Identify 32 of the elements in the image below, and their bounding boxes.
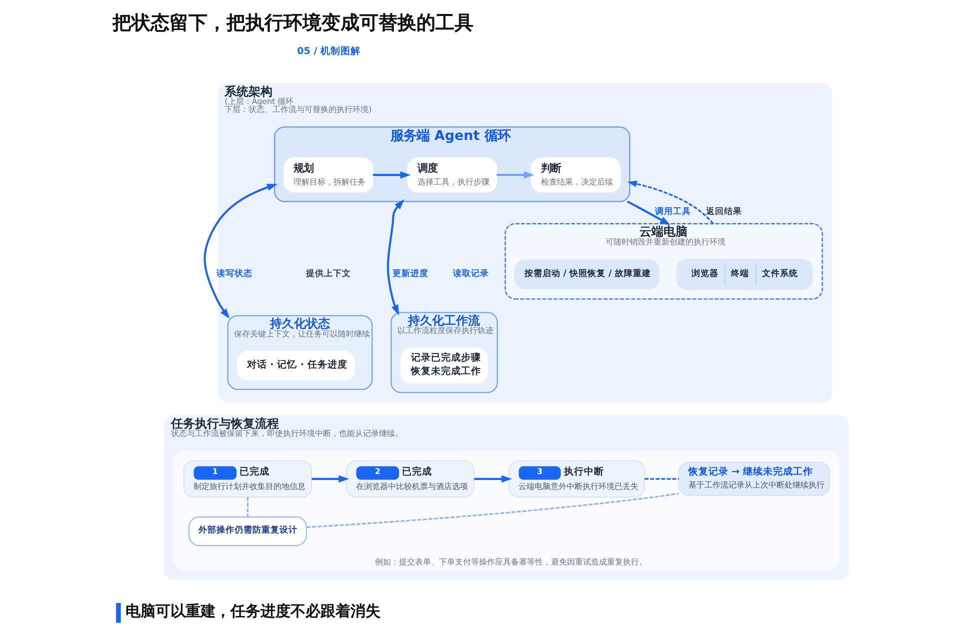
node-box: 外部操作仍需防重复设计 bbox=[188, 516, 306, 546]
connector bbox=[246, 497, 248, 517]
edge-label: 返回结果 bbox=[705, 207, 742, 218]
connector bbox=[644, 478, 678, 480]
edge-label: 读写状态 bbox=[216, 268, 252, 279]
edge-label: 更新进度 bbox=[392, 268, 428, 279]
arrow bbox=[386, 199, 404, 316]
label: 读取记录 bbox=[452, 268, 488, 279]
caption: 电脑可以重建，任务进度不必跟着消失 bbox=[125, 602, 380, 620]
arrow bbox=[311, 475, 349, 483]
arrow bbox=[626, 180, 714, 224]
arrow bbox=[372, 171, 410, 179]
arrow bbox=[626, 200, 670, 226]
node-box: 2 已完成 在浏览器中比较机票与酒店选项 bbox=[345, 460, 474, 498]
arrow bbox=[496, 171, 534, 179]
diagram-title: 把状态留下，把执行环境变成可替换的工具 bbox=[112, 12, 474, 34]
node-box: 浏览器 终端 文件系统 bbox=[676, 258, 812, 290]
node-box: 3 执行中断 云端电脑意外中断执行环境已丢失 bbox=[508, 460, 644, 498]
node-box: 规划 理解目标，拆解任务 bbox=[283, 157, 373, 192]
label: 05 / 机制图解 bbox=[296, 46, 360, 58]
node-box: 按需启动 / 快照恢复 / 故障重建 bbox=[514, 260, 660, 290]
node-box: 判断 检查结果，决定后续 bbox=[530, 157, 620, 192]
connector bbox=[306, 492, 678, 528]
label: 提供上下文 bbox=[305, 268, 350, 279]
arrow bbox=[474, 475, 512, 483]
arrow bbox=[203, 184, 278, 319]
node-box: 对话 · 记忆 · 任务进度 bbox=[236, 350, 355, 380]
node-box: 调度 选择工具，执行步骤 bbox=[406, 157, 497, 192]
node-box: 1 已完成 制定旅行计划并收集目的地信息 bbox=[182, 460, 312, 498]
node-box: 恢复记录 → 继续未完成工作 基于工作流记录从上次中断处继续执行 bbox=[678, 462, 830, 496]
edge-label: 调用工具 bbox=[654, 207, 691, 218]
node-box: 记录已完成步骤 恢复未完成工作 bbox=[400, 348, 488, 384]
